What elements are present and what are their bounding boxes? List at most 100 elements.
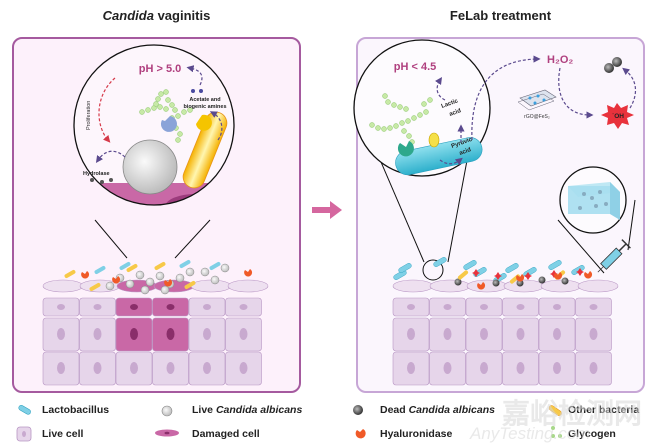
squamous-cell <box>577 279 619 293</box>
cell-nucleus <box>93 362 102 374</box>
right-panel-title: FeLab treatment <box>449 8 552 23</box>
legend-live-species: Candida albicans <box>215 404 303 416</box>
hydroxyl-radical <box>524 272 532 280</box>
hyaluronidase <box>81 271 90 279</box>
dead-candida <box>516 279 524 287</box>
other-bacterium <box>184 281 196 289</box>
lactobacillus <box>398 263 412 273</box>
live-candida <box>210 275 220 285</box>
hydrolase-arrow <box>95 150 126 163</box>
live-candida-icon <box>161 405 173 417</box>
legend-live-cell: Live cell <box>42 428 84 440</box>
legend-dead-candida: Dead Candida albicans <box>380 404 495 416</box>
hyaluronidase-icon <box>355 429 366 439</box>
proliferation-label: Proliferation <box>86 101 92 130</box>
legend-damaged-cell: Damaged cell <box>192 428 260 440</box>
legend-dead-prefix: Dead <box>380 404 409 416</box>
cell-nucleus <box>516 304 525 310</box>
hydroxyl-radical-label: ˙OH <box>612 112 624 120</box>
legend-hyaluronidase: Hyaluronidase <box>380 428 453 440</box>
hydroxyl-radical <box>472 269 480 277</box>
live-candida <box>220 263 230 273</box>
dead-candida <box>538 276 546 284</box>
legend-dead-species: Candida albicans <box>408 404 495 416</box>
ph-low-label: pH < 4.5 <box>394 61 437 73</box>
hyaluronidase <box>554 272 563 280</box>
watermark-cn: 嘉峪检测网 <box>502 398 643 429</box>
right-epithelium <box>392 257 619 386</box>
dead-candida-pair-icon <box>604 57 622 73</box>
cell-nucleus <box>93 304 102 310</box>
cell-nucleus <box>93 328 102 340</box>
lactobacillus <box>94 266 106 274</box>
other-bacterium <box>126 264 138 272</box>
live-candida <box>145 277 155 287</box>
cell-nucleus <box>443 328 452 340</box>
live-candida <box>105 281 115 291</box>
cell-nucleus <box>239 328 248 340</box>
legend-glycogen: Glycogen <box>568 428 616 440</box>
hydroxyl-radical <box>550 270 558 278</box>
cell-nucleus <box>166 362 175 374</box>
lactobacillus <box>179 260 191 268</box>
cell-nucleus <box>130 328 138 340</box>
enzyme-yellow <box>196 114 212 131</box>
h2o2-label: H₂O₂ <box>547 54 573 66</box>
cell-nucleus <box>516 328 525 340</box>
live-candida-cell <box>122 139 178 195</box>
cell-nucleus <box>203 328 211 340</box>
rgo-fes2-label: rGO@FeS₂ <box>524 114 550 120</box>
legend-live-candida: Live Candida albicans <box>192 404 302 416</box>
hyaluronidase <box>477 282 486 290</box>
cell-nucleus <box>57 328 65 340</box>
cell-nucleus <box>589 328 598 340</box>
cell-nucleus <box>443 362 452 374</box>
cell-nucleus <box>589 304 598 310</box>
cell-nucleus <box>203 304 211 310</box>
hyaluronidase <box>112 276 121 284</box>
cell-nucleus <box>480 362 488 374</box>
cell-nucleus <box>443 304 452 310</box>
cell-nucleus <box>407 328 415 340</box>
legend-other-bacteria: Other bacteria <box>568 404 640 416</box>
dead-candida <box>454 278 462 286</box>
cell-nucleus <box>57 362 65 374</box>
ph-high-label: pH > 5.0 <box>139 63 182 75</box>
left-epithelium <box>42 260 269 386</box>
cell-nucleus <box>130 304 138 310</box>
syringe-icon <box>597 239 631 273</box>
dead-candida <box>561 277 569 285</box>
hyaluronidase <box>584 271 593 279</box>
hydrogel-zoom <box>557 166 636 274</box>
other-bacterium <box>64 270 76 278</box>
lactobacillus <box>571 265 585 275</box>
acetate-label-line1: Acetate and <box>189 97 220 103</box>
lactobacillus-icon <box>18 405 31 415</box>
cell-nucleus <box>166 304 175 310</box>
title-italic: Candida <box>102 8 154 23</box>
right-zoom-cone <box>377 154 469 281</box>
enzyme-yellow-right <box>428 132 440 148</box>
acetate-arrow <box>186 65 203 86</box>
cell-nucleus <box>203 362 211 374</box>
cell-nucleus <box>57 304 65 310</box>
transition-arrow-icon <box>312 201 342 219</box>
other-bacteria-icon <box>548 405 562 416</box>
live-candida <box>125 279 135 289</box>
acetate-dots <box>191 89 203 93</box>
lactobacillus <box>463 260 477 270</box>
dead-candida-icon <box>353 405 363 415</box>
other-bacterium <box>89 283 101 291</box>
cell-nucleus <box>239 362 248 374</box>
cell-nucleus <box>480 328 488 340</box>
hydrolase-enzyme <box>160 116 177 132</box>
rgo-fes2-nanosheet-icon <box>517 89 557 111</box>
cell-nucleus <box>480 304 488 310</box>
hydrolase-dots <box>90 178 113 184</box>
cell-nucleus <box>407 304 415 310</box>
live-candida <box>140 285 150 295</box>
live-candida <box>185 267 195 277</box>
dead-candida <box>492 279 500 287</box>
left-zoom-cone <box>94 219 211 259</box>
other-bacterium <box>154 262 166 270</box>
